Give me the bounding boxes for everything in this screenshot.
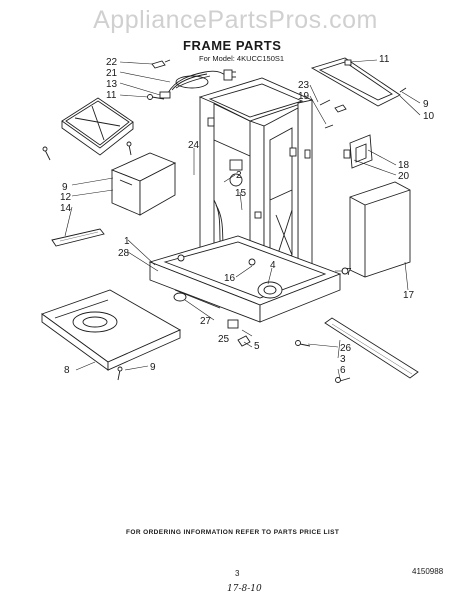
callout-20: 20 [398, 171, 410, 182]
callout-9: 9 [150, 362, 156, 373]
callout-24: 24 [188, 140, 200, 151]
base-rail-part [295, 267, 419, 383]
callout-21: 21 [106, 68, 118, 79]
model-label: For Model: 4KUCC150S1 [199, 54, 285, 63]
screw-part [126, 141, 132, 156]
screw-part [117, 366, 123, 381]
callout-26: 26 [340, 343, 352, 354]
trim-strip-part [51, 228, 105, 247]
callout-14: 14 [60, 203, 72, 214]
callout-19: 19 [298, 91, 310, 102]
callout-10: 10 [423, 111, 435, 122]
page-title: FRAME PARTS [183, 38, 282, 53]
leader-lines [64, 59, 421, 380]
callout-labels: 22 21 13 11 11 23 19 9 10 24 9 12 14 2 1… [60, 54, 435, 376]
callout-15: 15 [235, 188, 247, 199]
callout-17: 17 [403, 290, 415, 301]
page-number: 3 [235, 569, 240, 578]
callout-13: 13 [106, 79, 118, 90]
handwritten-note: 17-8-10 [227, 584, 262, 594]
callout-12: 12 [60, 192, 72, 203]
callout-18: 18 [398, 160, 410, 171]
callout-27: 27 [200, 316, 212, 327]
side-panel-part [349, 181, 411, 278]
callout-25: 25 [218, 334, 230, 345]
callout-23: 23 [298, 80, 310, 91]
top-shroud-part [110, 152, 177, 216]
screw-part [319, 99, 347, 129]
back-panel-part [61, 97, 134, 156]
callout-28: 28 [118, 248, 130, 259]
callout-5: 5 [254, 341, 260, 352]
callout-22: 22 [106, 57, 118, 68]
callout-9: 9 [62, 182, 68, 193]
callout-11: 11 [106, 90, 117, 101]
callout-6: 6 [340, 365, 346, 376]
document-number: 4150988 [412, 567, 444, 576]
cabinet-frame-part [198, 77, 373, 301]
callout-4: 4 [270, 260, 276, 271]
callout-9: 9 [423, 99, 429, 110]
callout-7: 7 [346, 267, 352, 278]
power-cord-part [159, 69, 236, 99]
cord-clamp-part [151, 59, 171, 69]
top-rail-part [310, 57, 407, 107]
base-pan-part [41, 289, 181, 371]
callout-8: 8 [64, 365, 70, 376]
ordering-note: FOR ORDERING INFORMATION REFER TO PARTS … [126, 529, 340, 536]
screw-part [42, 146, 51, 161]
callout-1: 1 [124, 236, 130, 247]
callout-2: 2 [236, 170, 242, 181]
callout-3: 3 [340, 354, 346, 365]
callout-16: 16 [224, 273, 236, 284]
callout-11: 11 [379, 54, 390, 65]
